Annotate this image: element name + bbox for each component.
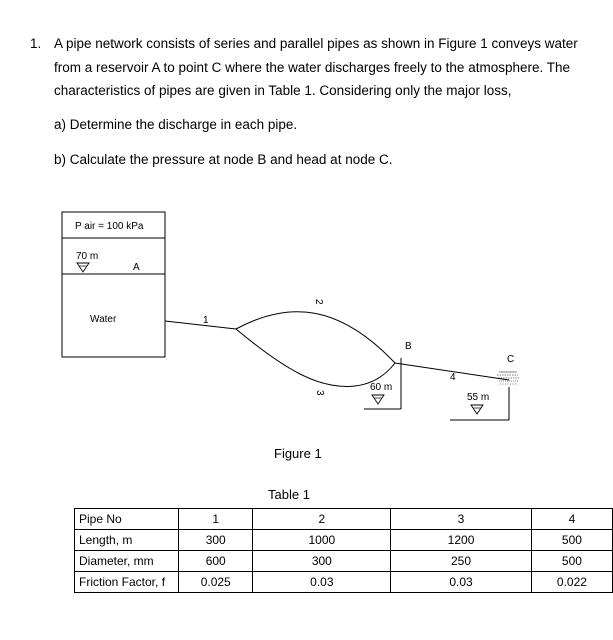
table-cell: 300 <box>177 529 254 551</box>
table-cell: 1000 <box>252 529 392 551</box>
question-number: 1. <box>30 36 42 51</box>
table-cell: 2 <box>252 508 392 530</box>
row-header: Pipe No <box>74 508 179 530</box>
table-row: Friction Factor, f 0.025 0.03 0.03 0.022 <box>74 571 613 593</box>
discharge-jet-icon <box>497 371 519 385</box>
reservoir-tank <box>61 237 166 358</box>
pipe-4-label: 4 <box>450 372 456 383</box>
table-row: Diameter, mm 600 300 250 500 <box>74 550 613 572</box>
air-pressure-label: P air = 100 kPa <box>75 221 144 232</box>
table-cell: 0.022 <box>530 571 613 593</box>
pipe-4 <box>394 362 510 381</box>
table-cell: 600 <box>177 550 254 572</box>
node-b-label: B <box>405 341 412 352</box>
table-cell: 0.03 <box>252 571 392 593</box>
pipe-3 <box>235 328 396 388</box>
table-cell: 1 <box>177 508 254 530</box>
question-line-3: characteristics of pipes are given in Ta… <box>54 83 512 98</box>
table-cell: 0.025 <box>177 571 254 593</box>
row-header: Friction Factor, f <box>74 571 179 593</box>
pipe-2-label: 2 <box>313 299 324 305</box>
table-cell: 300 <box>252 550 392 572</box>
pipe-1 <box>164 320 237 330</box>
water-label: Water <box>90 314 117 325</box>
reservoir-label: A <box>133 262 140 273</box>
row-header: Diameter, mm <box>74 550 179 572</box>
table-cell: 1200 <box>390 529 532 551</box>
table-cell: 250 <box>390 550 532 572</box>
table-cell: 0.03 <box>390 571 532 593</box>
table-cell: 500 <box>530 529 613 551</box>
part-b: b) Calculate the pressure at node B and … <box>54 152 393 167</box>
row-header: Length, m <box>74 529 179 551</box>
table-row: Length, m 300 1000 1200 500 <box>74 529 613 551</box>
pipe-1-label: 1 <box>203 315 209 326</box>
table-cell: 4 <box>530 508 613 530</box>
water-level-triangle-icon <box>76 262 90 273</box>
table-row: Pipe No 1 2 3 4 <box>74 508 613 530</box>
figure-caption: Figure 1 <box>274 446 322 461</box>
question-line-2: from a reservoir A to point C where the … <box>54 60 571 75</box>
part-a: a) Determine the discharge in each pipe. <box>54 117 298 132</box>
node-b-level-triangle-icon <box>371 394 385 405</box>
table-cell: 500 <box>530 550 613 572</box>
pipe-characteristics-table: Pipe No 1 2 3 4 Length, m 300 1000 1200 … <box>74 508 613 593</box>
table-caption: Table 1 <box>268 487 310 502</box>
pipe-3-label: 3 <box>314 390 325 396</box>
pipe-2 <box>235 311 396 364</box>
reservoir-level-label: 70 m <box>76 251 98 262</box>
table-cell: 3 <box>390 508 532 530</box>
node-c-label: C <box>507 354 514 365</box>
node-c-level-triangle-icon <box>470 404 484 415</box>
node-b-elevation: 60 m <box>370 382 392 393</box>
question-line-1: A pipe network consists of series and pa… <box>54 36 578 51</box>
node-c-elevation: 55 m <box>467 392 489 403</box>
